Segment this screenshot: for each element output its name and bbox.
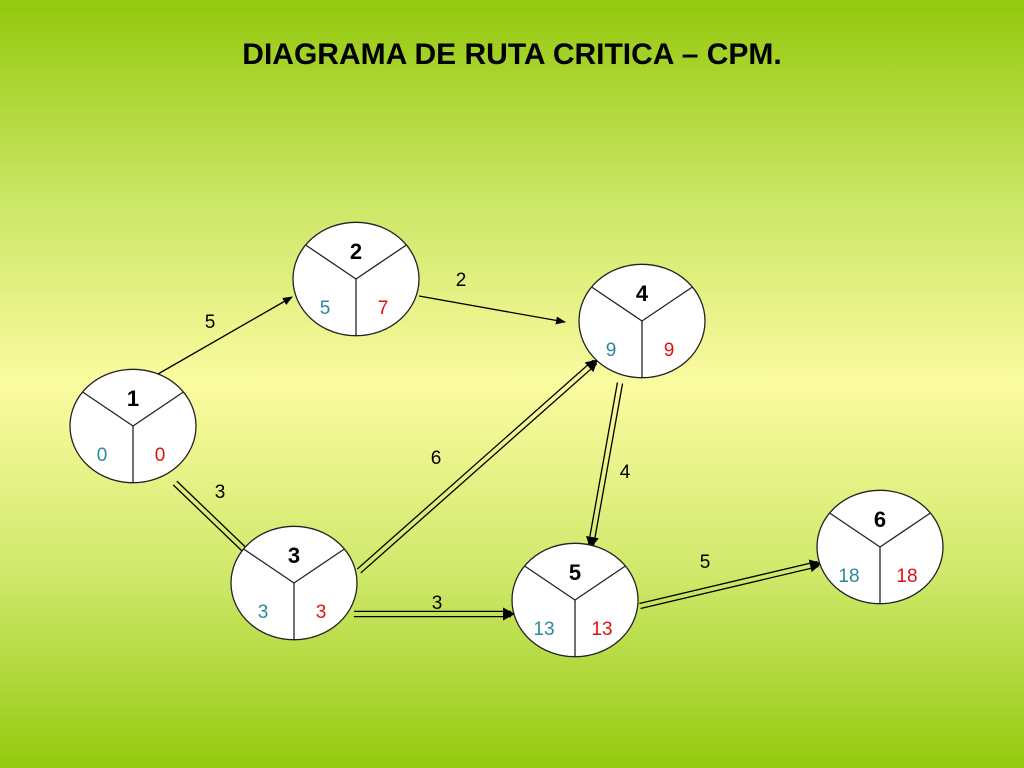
- node-id-label: 1: [127, 386, 139, 411]
- node-late-time: 13: [591, 619, 612, 640]
- node-5: 5 13 13: [511, 542, 639, 658]
- edge-3-4: 6: [356, 359, 598, 574]
- critical-edge-line: [356, 359, 594, 570]
- edge-4-5: 4: [586, 382, 631, 549]
- arrowhead-icon: [586, 535, 599, 549]
- critical-edge-line: [592, 383, 624, 546]
- edge-3-5: 3: [354, 593, 515, 621]
- node-early-time: 3: [258, 602, 269, 623]
- edge-duration-label: 2: [456, 270, 467, 291]
- node-late-time: 3: [316, 602, 327, 623]
- node-divider: [574, 565, 626, 601]
- node-id-label: 4: [636, 281, 649, 306]
- node-1: 1 0 0: [69, 368, 197, 484]
- node-divider: [243, 548, 295, 584]
- node-4: 4 9 9: [578, 263, 706, 379]
- node-divider: [82, 391, 134, 427]
- edge-duration-label: 3: [432, 593, 443, 614]
- node-2: 2 5 7: [292, 221, 420, 337]
- node-late-time: 9: [664, 340, 675, 361]
- edge-duration-label: 4: [620, 462, 631, 483]
- critical-edge-line: [587, 382, 619, 545]
- node-id-label: 3: [288, 543, 300, 568]
- node-3: 3 3 3: [230, 525, 358, 641]
- edge-2-4: 2: [418, 270, 566, 325]
- node-id-label: 6: [874, 507, 886, 532]
- nodes-layer: 1 0 0 2 5 7 3 3 3 4 9 9 5 13 13 6 18 18: [69, 221, 944, 658]
- critical-edge-line: [639, 560, 818, 605]
- node-divider: [879, 512, 931, 548]
- edge-duration-label: 6: [431, 448, 442, 469]
- node-late-time: 0: [155, 445, 166, 466]
- node-early-time: 13: [533, 619, 554, 640]
- node-late-time: 18: [896, 566, 917, 587]
- edge-1-3: 3: [172, 480, 254, 559]
- critical-edge-line: [172, 484, 250, 559]
- edge-duration-label: 5: [205, 312, 216, 333]
- diagram-title: DIAGRAMA DE RUTA CRITICA – CPM.: [242, 38, 782, 71]
- arrowhead-icon: [808, 559, 822, 573]
- node-early-time: 5: [320, 298, 331, 319]
- node-early-time: 9: [606, 340, 617, 361]
- node-divider: [829, 512, 881, 548]
- edge-line: [418, 295, 566, 325]
- edge-1-2: 5: [157, 296, 293, 375]
- edge-duration-label: 5: [700, 552, 711, 573]
- node-6: 6 18 18: [816, 489, 944, 605]
- critical-edge-line: [176, 480, 254, 555]
- node-late-time: 7: [378, 298, 389, 319]
- arrowhead-icon: [503, 607, 515, 621]
- critical-edge-line: [360, 363, 598, 574]
- node-id-label: 2: [350, 239, 362, 264]
- arrowhead-icon: [584, 359, 598, 373]
- node-early-time: 18: [838, 566, 859, 587]
- edge-duration-label: 3: [215, 482, 226, 503]
- node-divider: [524, 565, 576, 601]
- node-divider: [132, 391, 184, 427]
- edges-layer: 5 2 3 6 4 3 5: [157, 270, 822, 621]
- critical-edge-line: [640, 565, 819, 610]
- node-divider: [293, 548, 345, 584]
- node-divider: [355, 244, 407, 280]
- node-divider: [641, 286, 693, 322]
- node-id-label: 5: [569, 560, 581, 585]
- node-early-time: 0: [97, 445, 108, 466]
- edge-line: [157, 296, 293, 375]
- edge-5-6: 5: [639, 552, 822, 610]
- node-divider: [591, 286, 643, 322]
- node-divider: [305, 244, 357, 280]
